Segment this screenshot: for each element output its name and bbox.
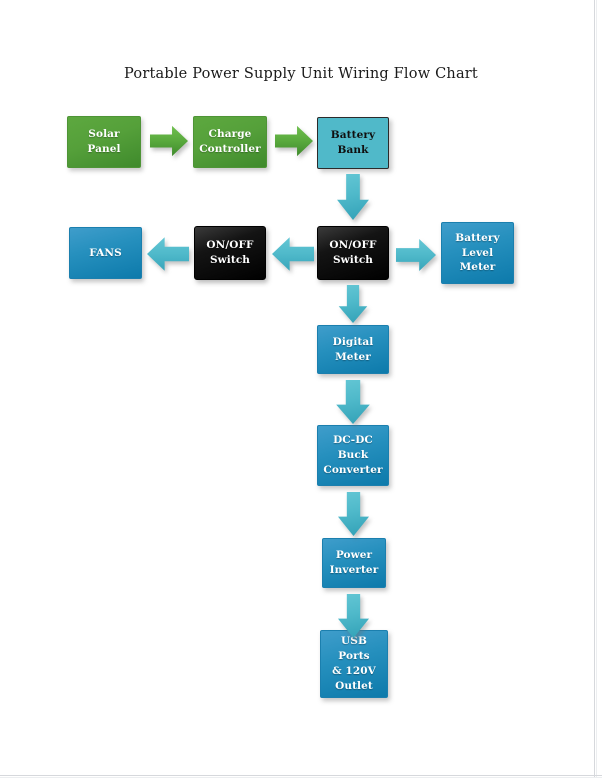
arrow-switch-to-level-meter [396, 236, 436, 274]
arrow-solar-to-charge [150, 123, 188, 159]
arrow-switch-to-digital [336, 285, 370, 323]
arrow-shape [150, 125, 188, 157]
arrow-shape [272, 237, 314, 271]
arrow-digital-to-buck [333, 380, 373, 424]
page-edge-right [594, 0, 595, 778]
arrow-buck-to-inverter [335, 492, 372, 536]
arrow-charge-to-battery [275, 123, 313, 159]
arrow-shape [336, 380, 370, 424]
node-solar-panel[interactable]: Solar Panel [67, 116, 141, 168]
arrow-switch-to-fans [147, 234, 189, 274]
arrow-shape [147, 237, 189, 271]
page-title: Portable Power Supply Unit Wiring Flow C… [124, 66, 478, 82]
page-edge-right-soft [596, 0, 597, 778]
page-edge-bottom [0, 775, 602, 776]
arrow-battery-to-switch [334, 174, 372, 220]
arrow-shape [337, 174, 369, 220]
arrow-shape [396, 239, 436, 271]
arrow-shape [337, 492, 370, 536]
arrow-switch-to-switch [272, 234, 314, 274]
arrow-inverter-to-usb [335, 594, 372, 638]
node-fans[interactable]: FANS [69, 227, 142, 279]
node-label: FANS [89, 246, 122, 259]
arrow-shape [337, 594, 370, 638]
node-label: Solar Panel [87, 128, 121, 155]
arrow-shape [338, 285, 368, 323]
arrow-shape [275, 125, 313, 157]
